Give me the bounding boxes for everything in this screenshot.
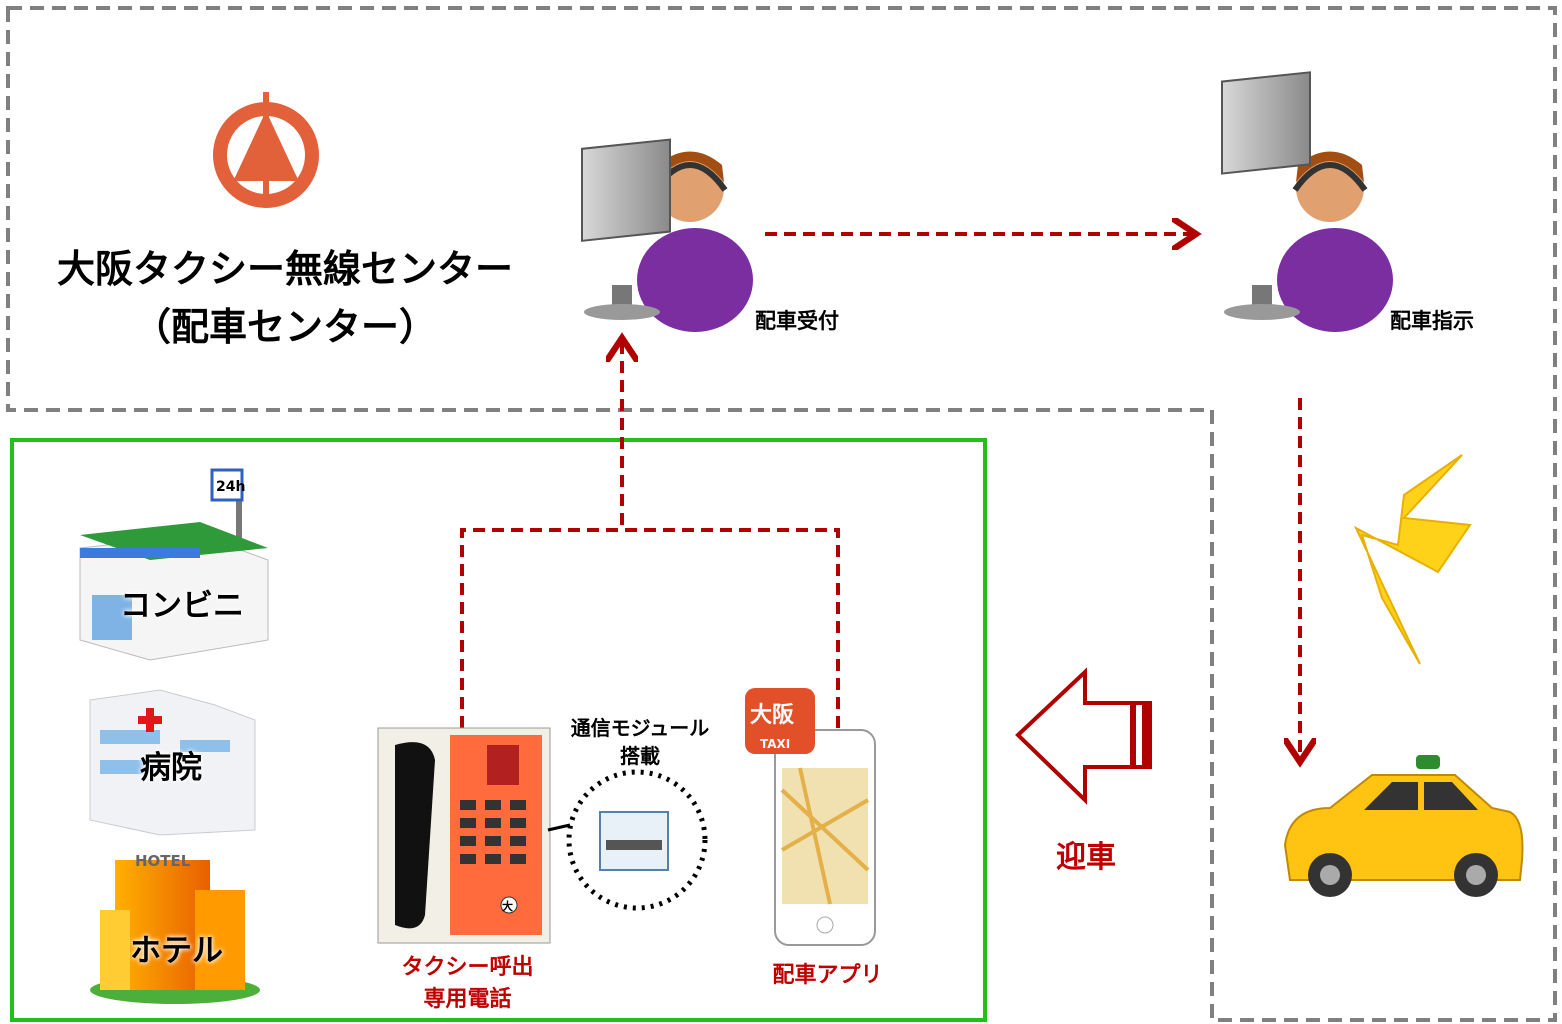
center-title: 大阪タクシー無線センター （配車センター） xyxy=(20,240,550,356)
pickup-label: 迎車 xyxy=(1056,840,1116,875)
smartphone-icon xyxy=(774,729,876,946)
taxi-phone-label: タクシー呼出 専用電話 xyxy=(380,952,555,1016)
osaka-taxi-app-icon: 大阪 TAXI xyxy=(745,688,815,754)
hospital-icon xyxy=(89,689,256,836)
hotel-sign-text: HOTEL xyxy=(135,852,191,870)
lightning-icon xyxy=(1353,454,1472,665)
hotel-icon: HOTEL xyxy=(90,852,260,1004)
dispatch-app-label: 配車アプリ xyxy=(772,963,883,988)
store-sign-text: 24h xyxy=(216,479,245,495)
operator-dispatch-label: 配車指示 xyxy=(1390,309,1474,333)
osaka-taxi-logo xyxy=(213,92,319,208)
app-icon-text: 大阪 xyxy=(750,703,794,728)
module-label: 通信モジュール 搭載 xyxy=(555,714,725,770)
operator-reception-icon xyxy=(581,138,753,332)
phone-badge-text: 大 xyxy=(502,899,513,913)
taxi-call-phone-icon: 大 xyxy=(377,727,551,944)
taxi-phone-label-line2: 専用電話 xyxy=(423,987,512,1012)
operator-dispatch-icon xyxy=(1221,71,1393,332)
module-label-line1: 通信モジュール xyxy=(570,716,710,740)
customer-area-frame xyxy=(10,438,987,1022)
center-title-line2: （配車センター） xyxy=(132,305,437,349)
hospital-label: 病院 xyxy=(140,750,202,786)
convenience-store-label: コンビニ xyxy=(120,588,244,624)
convenience-store-icon: 24h xyxy=(79,468,269,661)
dispatch-center-boundary xyxy=(6,6,1557,1022)
hotel-label: ホテル xyxy=(130,933,223,969)
taxi-icon xyxy=(1283,755,1524,897)
module-label-line2: 搭載 xyxy=(620,744,660,768)
pickup-arrow-icon xyxy=(1015,667,1152,805)
center-title-line1: 大阪タクシー無線センター xyxy=(56,247,513,291)
taxi-phone-label-line1: タクシー呼出 xyxy=(401,955,534,980)
app-icon-sub: TAXI xyxy=(760,737,790,751)
connector-phone-app xyxy=(460,528,840,735)
operator-reception-label: 配車受付 xyxy=(755,309,839,333)
communication-module-icon xyxy=(547,769,708,911)
